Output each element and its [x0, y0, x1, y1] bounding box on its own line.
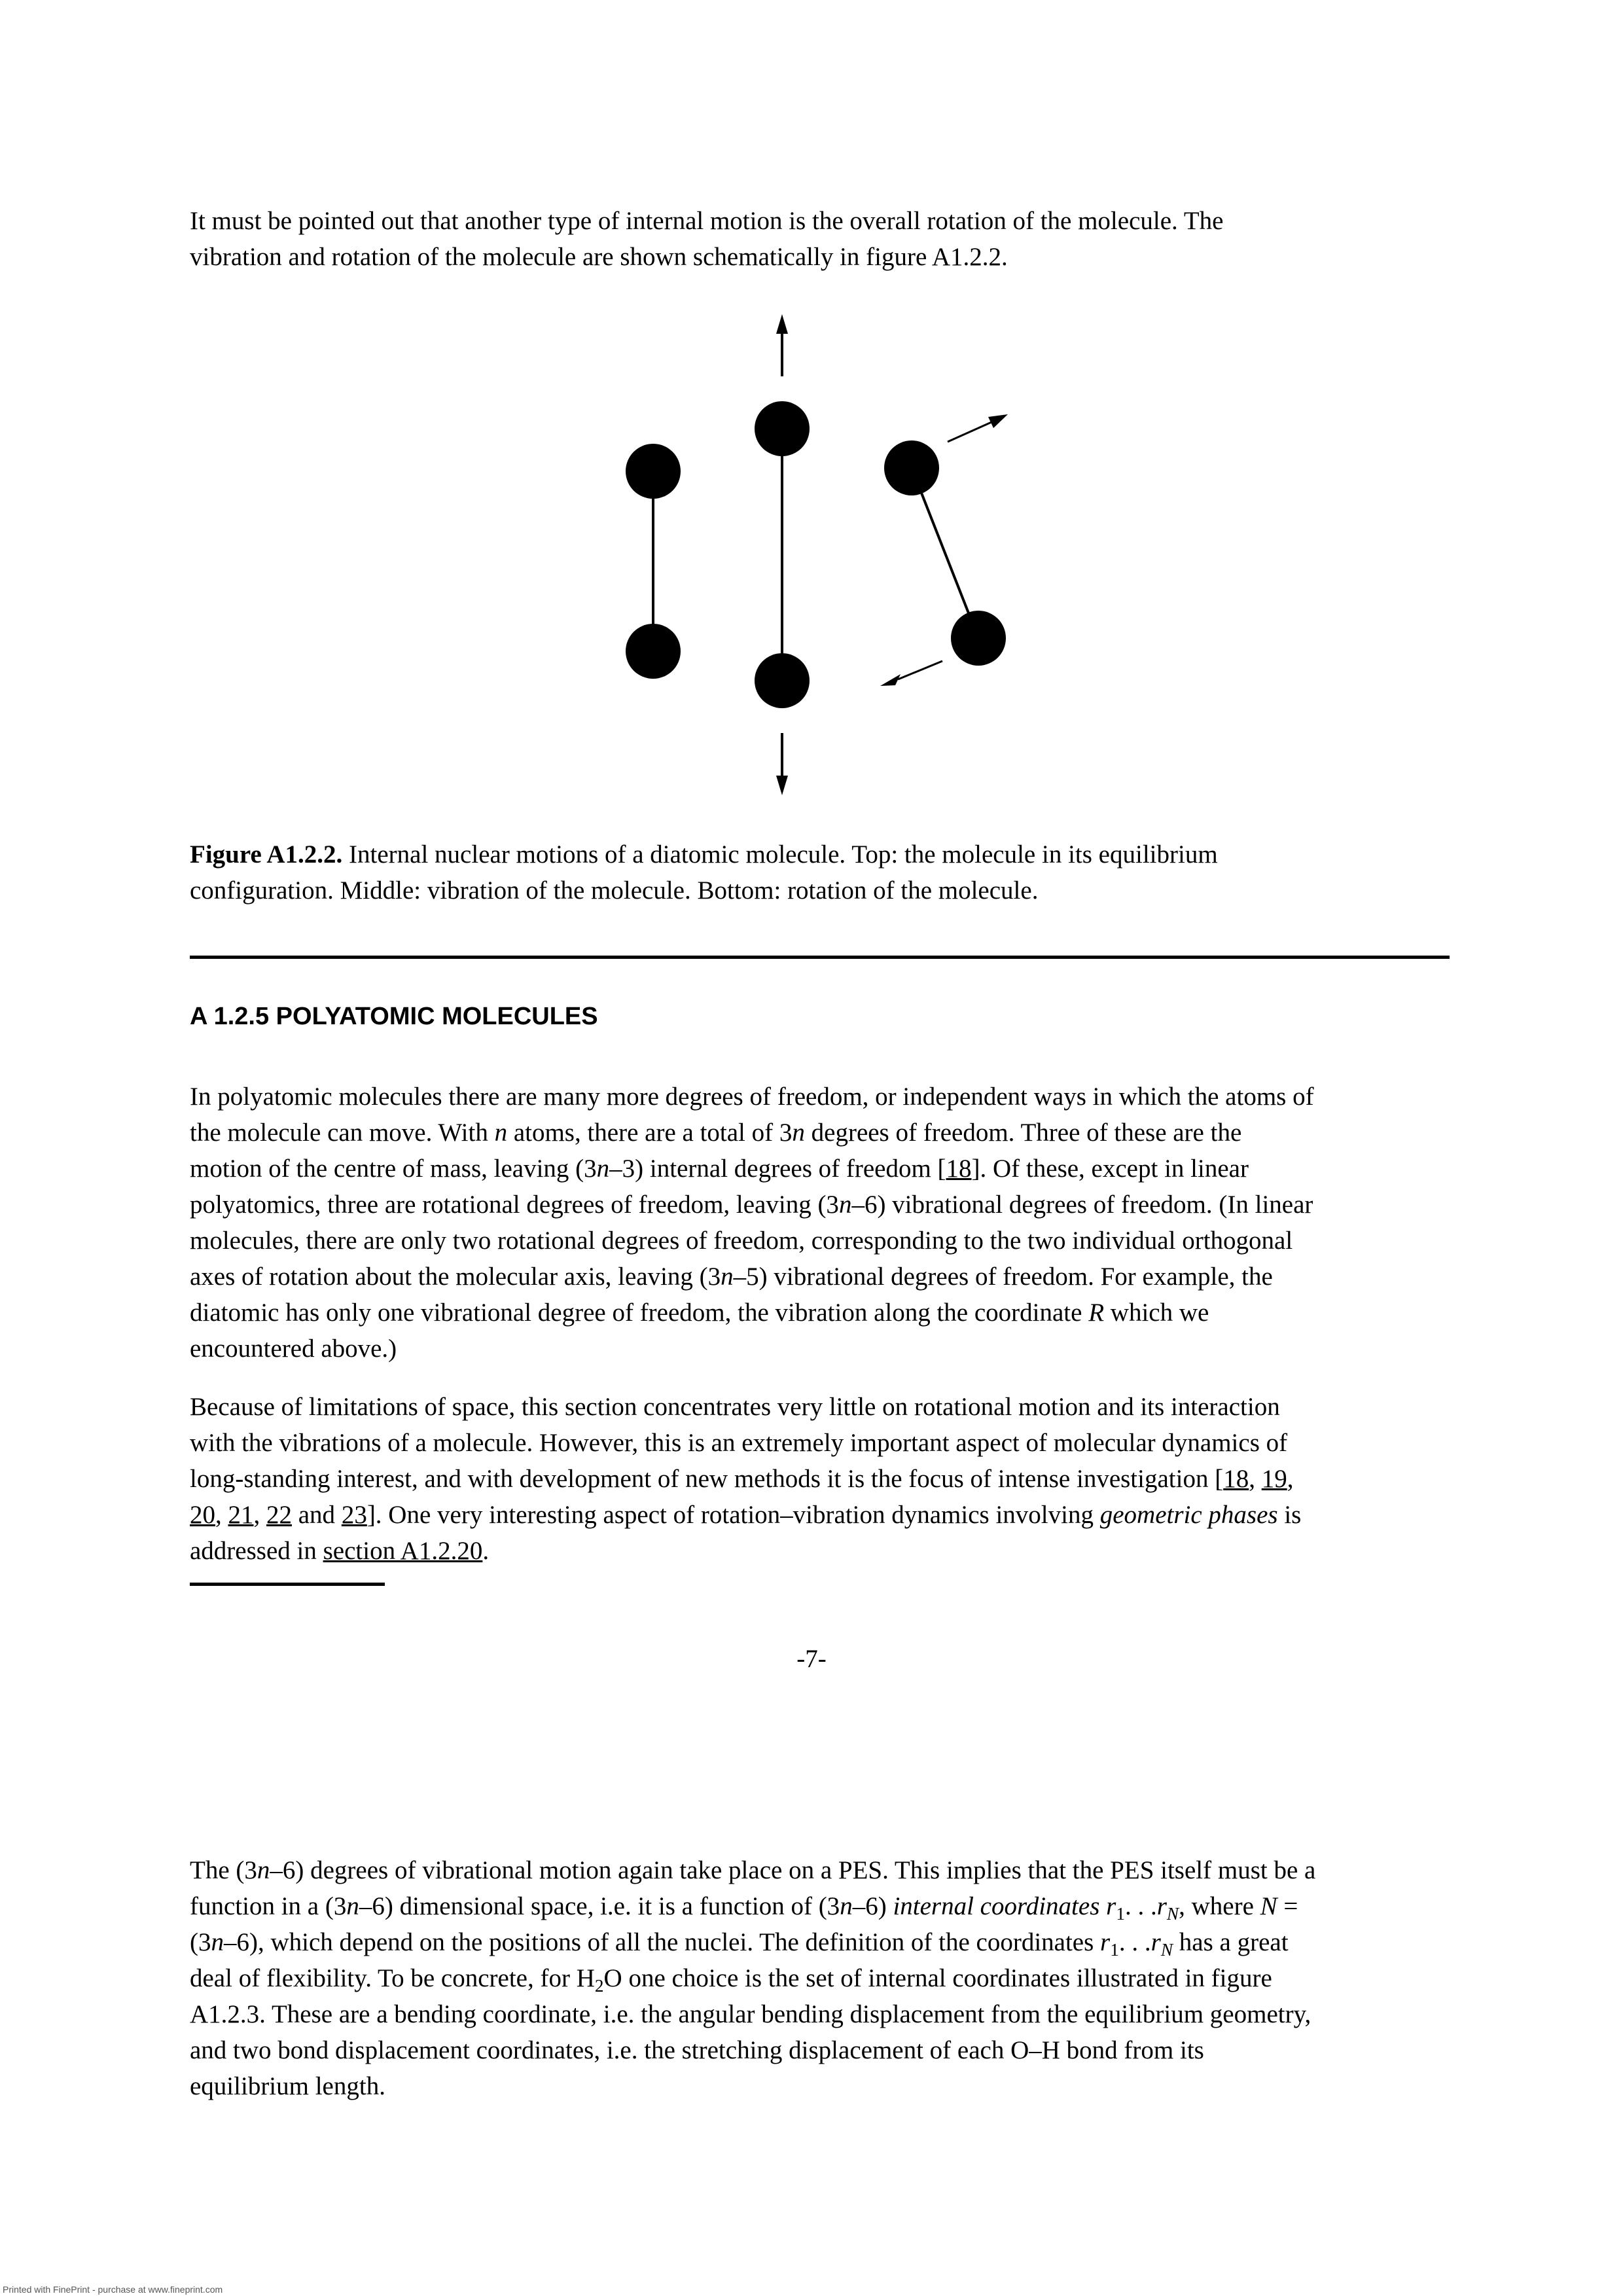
- atom: [884, 440, 939, 495]
- caption-line: Figure A1.2.2. Internal nuclear motions …: [190, 840, 1218, 869]
- arrow-rotate-top: [947, 421, 992, 443]
- ref-link-18[interactable]: 18: [946, 1155, 972, 1183]
- ref-link-18[interactable]: 18: [1223, 1465, 1249, 1493]
- caption-label: Figure A1.2.2.: [190, 840, 343, 869]
- paragraph-internal-coordinates: The (3n–6) degrees of vibrational motion…: [190, 1856, 1316, 2100]
- atom: [755, 401, 810, 456]
- ref-link-22[interactable]: 22: [266, 1501, 292, 1529]
- arrowhead-up: [776, 314, 788, 334]
- text-line: vibration and rotation of the molecule a…: [190, 243, 1008, 271]
- fineprint-footer: Printed with FinePrint - purchase at www…: [3, 2284, 223, 2295]
- ref-link-20[interactable]: 20: [190, 1501, 215, 1529]
- section-heading: A 1.2.5 POLYATOMIC MOLECULES: [190, 1003, 598, 1030]
- atom: [951, 611, 1006, 666]
- paragraph-degrees-of-freedom: In polyatomic molecules there are many m…: [190, 1083, 1314, 1363]
- section-divider: [190, 956, 1450, 959]
- arrowhead-rotate-bottom: [880, 674, 901, 686]
- arrow-rotate-bottom: [897, 660, 943, 681]
- section-link[interactable]: section A1.2.20: [323, 1537, 483, 1565]
- ref-link-23[interactable]: 23: [341, 1501, 367, 1529]
- atom: [755, 653, 810, 708]
- figure-caption: Figure A1.2.2. Internal nuclear motions …: [190, 836, 1450, 908]
- arrowhead-down: [776, 776, 788, 795]
- text-line: It must be pointed out that another type…: [190, 207, 1224, 235]
- figure-diatomic-motions: [626, 314, 1008, 795]
- atom: [626, 444, 681, 499]
- rotating-molecule: [880, 414, 1008, 686]
- paragraph-rotational-motion: Because of limitations of space, this se…: [190, 1393, 1302, 1565]
- caption-line: configuration. Middle: vibration of the …: [190, 876, 1039, 905]
- ref-link-21[interactable]: 21: [228, 1501, 254, 1529]
- footnote-divider: [190, 1583, 385, 1586]
- vibrating-molecule: [755, 314, 810, 795]
- equilibrium-molecule: [626, 444, 681, 679]
- arrowhead-rotate-top: [988, 414, 1008, 428]
- atom: [626, 624, 681, 679]
- intro-paragraph: It must be pointed out that another type…: [190, 203, 1450, 275]
- ref-link-19[interactable]: 19: [1261, 1465, 1287, 1493]
- page-number: -7-: [796, 1645, 827, 1673]
